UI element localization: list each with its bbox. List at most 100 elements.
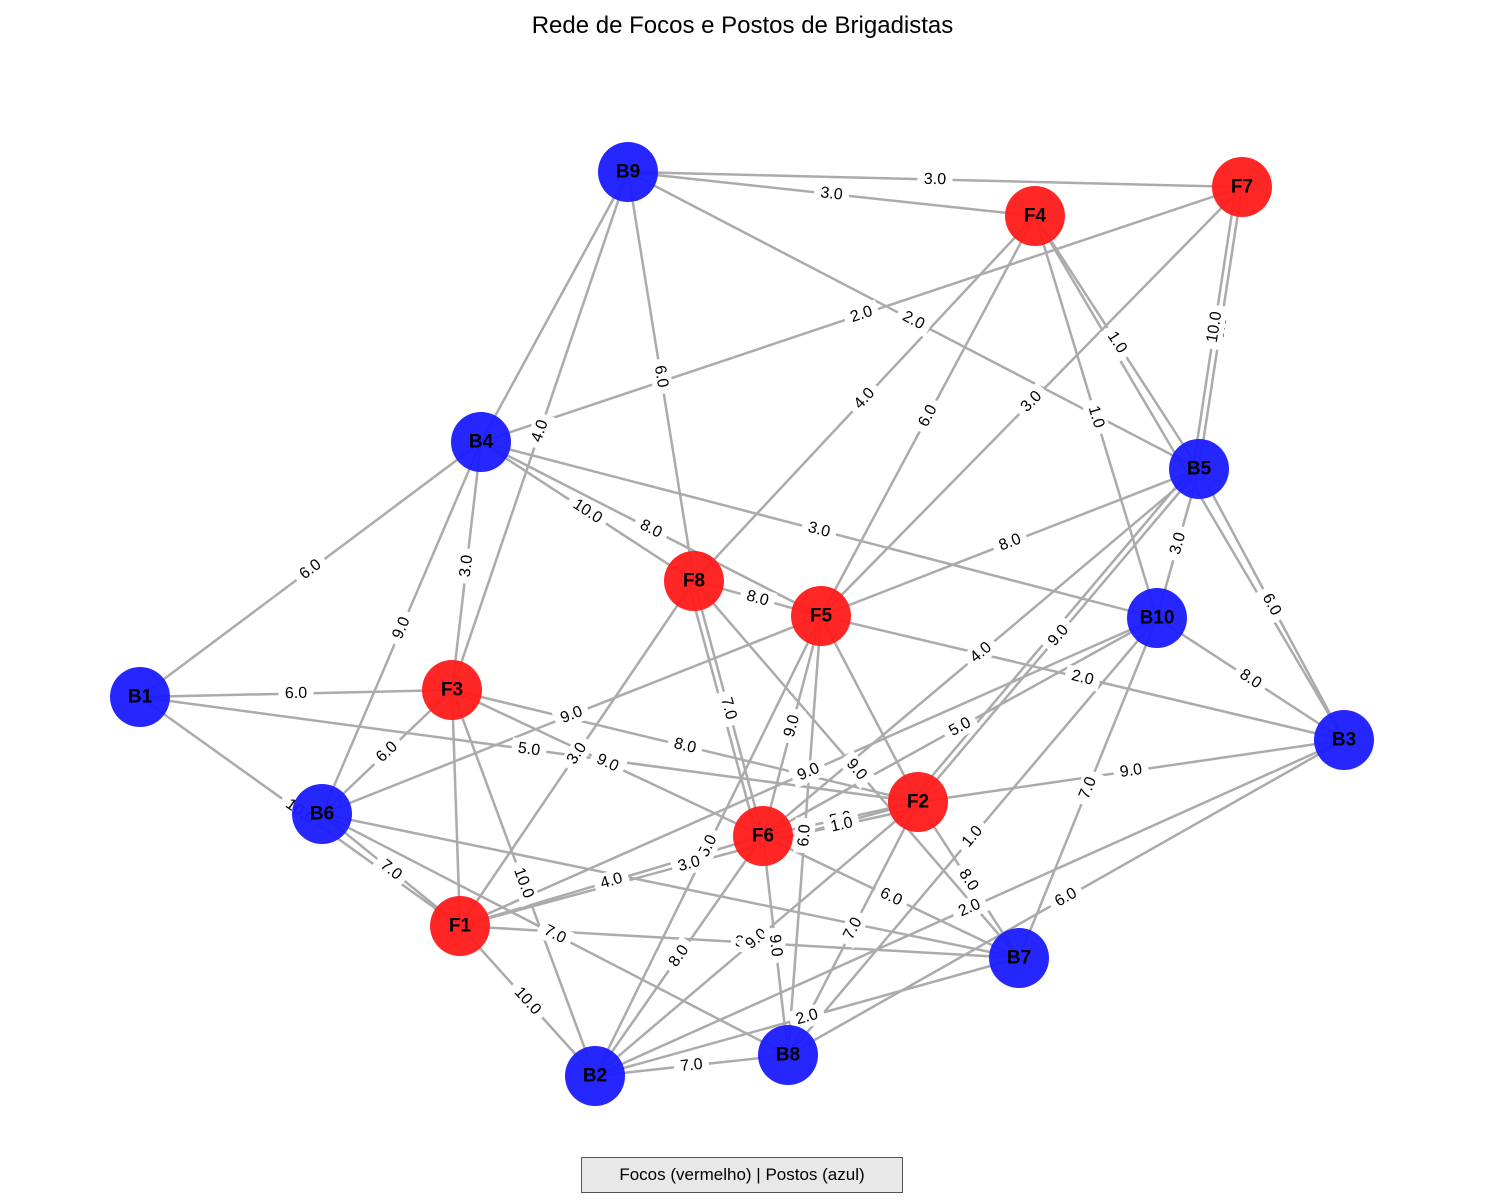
edge-weight: 3.0 xyxy=(820,184,844,203)
node-B4: B4 xyxy=(451,412,511,472)
edge-label-bg xyxy=(1081,397,1111,437)
node-label: F2 xyxy=(907,792,929,813)
edge-label-B10-F6: 5.0 xyxy=(939,709,981,745)
edge-label-bg xyxy=(950,859,987,901)
node-B2: B2 xyxy=(565,1046,625,1106)
posto-node-circle xyxy=(565,1046,625,1106)
edge-label-bg xyxy=(990,526,1030,559)
edge-label-bg xyxy=(505,977,550,1025)
node-label: B3 xyxy=(1332,730,1356,751)
edge-label-B9-F4: 3.0 xyxy=(813,182,850,206)
posto-node-circle xyxy=(292,784,352,844)
edge-label-F7-B5: 10.0 xyxy=(1201,303,1228,351)
node-F4: F4 xyxy=(1005,186,1065,246)
edge-label-bg xyxy=(788,755,829,789)
node-F5: F5 xyxy=(791,586,851,646)
edge-label-bg xyxy=(665,732,705,760)
edge-label-F8-F6: 7.0 xyxy=(714,688,743,729)
edge-label-F3-F6: 9.0 xyxy=(587,746,628,780)
edge-label-F5-B5: 8.0 xyxy=(990,526,1030,559)
edge-label-bg xyxy=(454,547,479,585)
edge-weight: 1.0 xyxy=(829,814,854,835)
edge-weight: 2.0 xyxy=(1070,667,1096,689)
edge-label-bg xyxy=(1254,584,1289,625)
foco-node-circle xyxy=(664,551,724,611)
edge-label-bg xyxy=(367,732,407,772)
edge-label-bg xyxy=(737,584,778,613)
edge-label-B7-B2: 2.0 xyxy=(787,1002,827,1032)
posto-node-circle xyxy=(1169,439,1229,499)
edge-label-F5-B3: 2.0 xyxy=(1063,664,1102,692)
edge-label-bg xyxy=(822,811,862,839)
edge-weight: 9.0 xyxy=(766,933,785,957)
posto-node-circle xyxy=(598,142,658,202)
edge-label-B4-F5: 8.0 xyxy=(630,512,672,546)
edge-label-bg xyxy=(278,683,314,704)
node-label: F7 xyxy=(1231,177,1253,198)
posto-node-circle xyxy=(451,412,511,472)
edge-label-F6-F2: 1.0 xyxy=(822,811,862,839)
posto-node-circle xyxy=(110,667,170,727)
edge-label-bg xyxy=(841,299,882,330)
edge-label-B1-F2: 5.0 xyxy=(510,737,548,762)
edge-label-bg xyxy=(1099,322,1135,363)
edge-weight: 8.0 xyxy=(672,735,698,757)
node-label: F3 xyxy=(441,680,463,701)
edge-label-F7-B4: 2.0 xyxy=(841,299,882,330)
foco-node-circle xyxy=(1212,157,1272,217)
node-B6: B6 xyxy=(292,784,352,844)
node-B9: B9 xyxy=(598,142,658,202)
node-label: B4 xyxy=(469,432,494,453)
edge-label-bg xyxy=(371,851,411,889)
edge-weight: 3.0 xyxy=(457,554,476,578)
edge-weight: 3.0 xyxy=(1167,530,1189,556)
edge-label-bg xyxy=(777,706,807,746)
edge-label-B10-B3: 8.0 xyxy=(1230,661,1271,697)
edge-label-bg xyxy=(558,733,596,774)
edge-label-bg xyxy=(793,817,816,854)
edge-label-bg xyxy=(1163,523,1193,564)
edge-label-B1-F3: 6.0 xyxy=(278,683,314,704)
edge-weight: 1.0 xyxy=(1085,404,1108,430)
edge-label-B9-F8: 6.0 xyxy=(648,357,674,396)
node-F6: F6 xyxy=(733,806,793,866)
foco-node-circle xyxy=(1005,186,1065,246)
edge-label-bg xyxy=(1045,880,1087,915)
edge-label-bg xyxy=(845,378,884,419)
edge-label-F3-F2: 8.0 xyxy=(665,732,705,760)
edge-weight: 8.0 xyxy=(997,531,1024,555)
edge-weight: 4.0 xyxy=(528,418,551,445)
edge-label-bg xyxy=(949,891,990,925)
edge-label-F4-F8: 4.0 xyxy=(845,378,884,419)
edge-label-bg xyxy=(524,411,556,451)
edge-label-F3-B2: 10.0 xyxy=(506,858,541,908)
node-B3: B3 xyxy=(1314,710,1374,770)
posto-node-circle xyxy=(1314,710,1374,770)
edge-label-F1-F2: 3.0 xyxy=(669,849,709,879)
edge-weight: 3.0 xyxy=(924,171,947,189)
node-label: B1 xyxy=(128,687,153,708)
edge-label-bg xyxy=(587,746,628,780)
foco-node-circle xyxy=(733,806,793,866)
edge-weight: 2.0 xyxy=(848,303,875,326)
node-B5: B5 xyxy=(1169,439,1229,499)
edge-weight: 10.0 xyxy=(1204,310,1226,343)
foco-node-circle xyxy=(422,660,482,720)
edge-label-F6-B2: 8.0 xyxy=(660,935,698,977)
edge-label-bg xyxy=(917,169,953,190)
edge-label-F6-B8: 9.0 xyxy=(763,926,788,965)
edge-label-F2-B3: 9.0 xyxy=(1112,758,1150,784)
edge-label-F4-F5: 6.0 xyxy=(910,395,946,437)
node-label: B2 xyxy=(583,1066,607,1087)
edge-label-bg xyxy=(1012,382,1051,421)
node-label: F6 xyxy=(752,826,774,847)
edge-label-bg xyxy=(669,849,709,879)
edge-label-B4-B1: 6.0 xyxy=(290,551,331,588)
edge-label-bg xyxy=(836,908,870,949)
edge-weight: 7.0 xyxy=(680,1056,704,1075)
node-F7: F7 xyxy=(1212,157,1272,217)
edge-label-B4-B10: 3.0 xyxy=(799,515,839,545)
edge-label-F1-F6: 4.0 xyxy=(591,866,632,896)
edge-label-B10-B7: 7.0 xyxy=(1072,768,1104,808)
foco-node-circle xyxy=(430,896,490,956)
